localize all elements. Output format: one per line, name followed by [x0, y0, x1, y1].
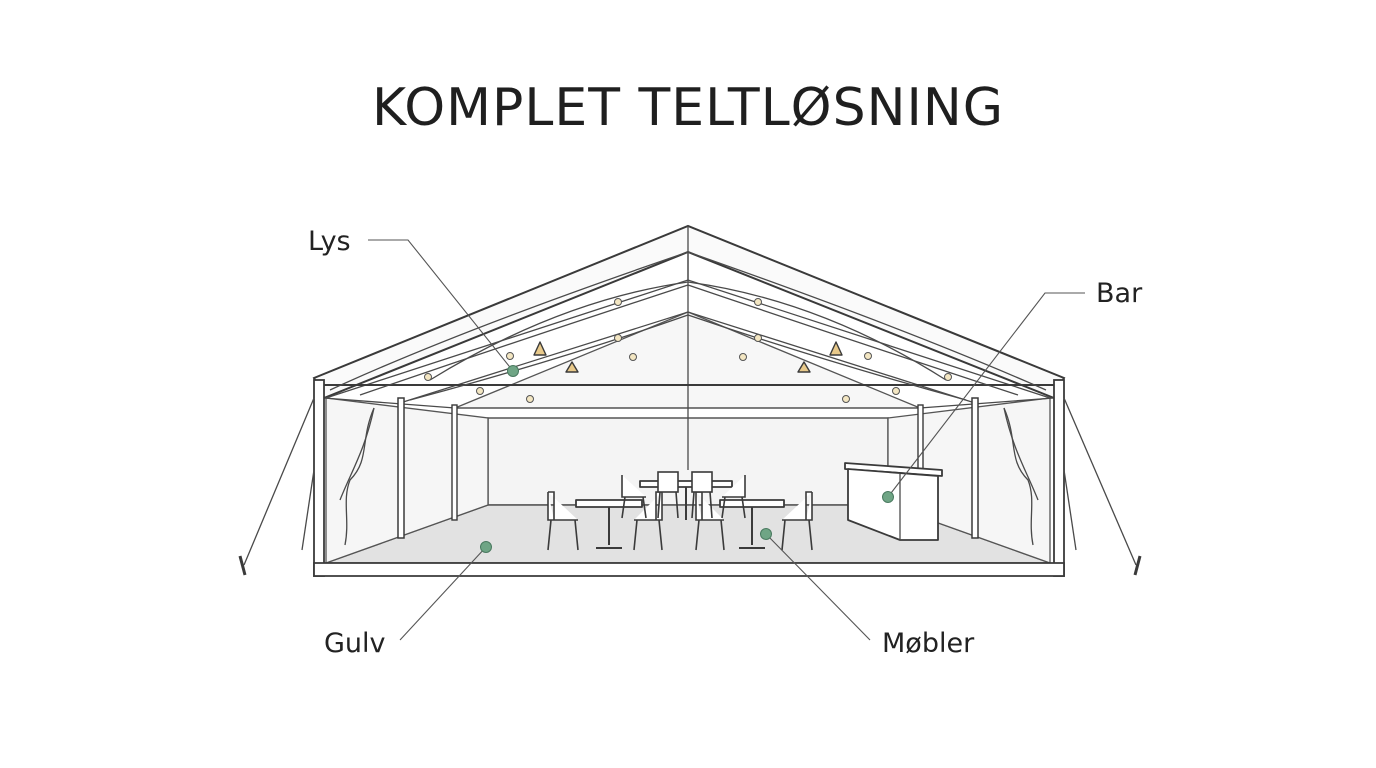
lys-label: Lys [308, 226, 351, 257]
string-lights [329, 251, 1047, 403]
callout-leaders [368, 239, 1085, 641]
guy-ropes [238, 397, 1142, 576]
tent-curtains [339, 407, 1039, 546]
chairs [547, 471, 813, 551]
bar-marker [882, 491, 894, 503]
bar-label: Bar [1096, 278, 1143, 309]
tent-left-wall [325, 397, 489, 564]
bar-counter [844, 462, 943, 541]
mobler-marker [760, 528, 772, 540]
page-title: KOMPLET TELTLØSNING [371, 78, 1005, 138]
mobler-label: Møbler [882, 628, 975, 659]
gulv-label: Gulv [324, 628, 386, 659]
lys-marker [507, 365, 519, 377]
tent-frame-poles [313, 379, 1065, 577]
gulv-marker [480, 541, 492, 553]
tables [575, 480, 785, 549]
